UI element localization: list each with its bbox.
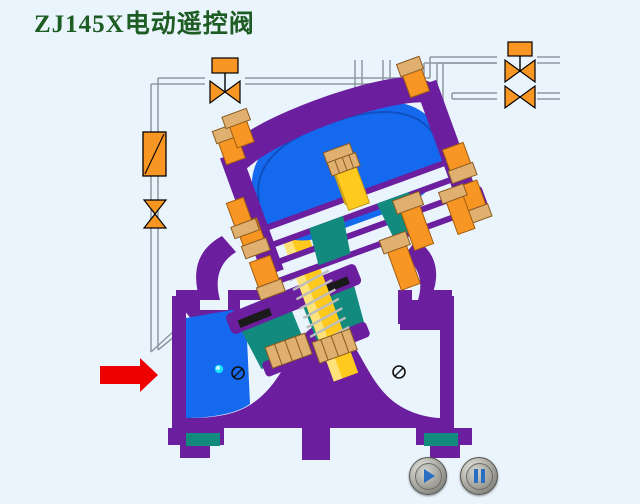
play-icon (424, 469, 435, 483)
stem-cap-bolt (326, 151, 371, 211)
body-bolts-left (221, 107, 261, 240)
solenoid-pilot-valve-top-right-icon (504, 41, 536, 83)
inlet-fluid-region (186, 310, 250, 418)
inlet-flow-arrow-icon (100, 358, 158, 392)
page-title: ZJ145X电动遥控阀 (34, 11, 255, 38)
stem-nut (311, 328, 358, 364)
needle-valve-icon (142, 199, 168, 229)
flange-gaskets (186, 433, 458, 446)
pause-icon (473, 469, 485, 483)
pause-button[interactable] (460, 457, 498, 495)
seat-lock-nut (264, 332, 313, 369)
outlet-pressure-port (392, 365, 406, 379)
play-button[interactable] (409, 457, 447, 495)
bonnet-diaphragm-assembly (211, 55, 493, 301)
solenoid-pilot-valve-top-left-icon (209, 57, 241, 104)
strainer-filter-icon (142, 131, 167, 177)
manual-pilot-valve-right-icon (504, 85, 536, 109)
inlet-pressure-port (231, 366, 245, 380)
body-bolts-right (378, 183, 476, 291)
